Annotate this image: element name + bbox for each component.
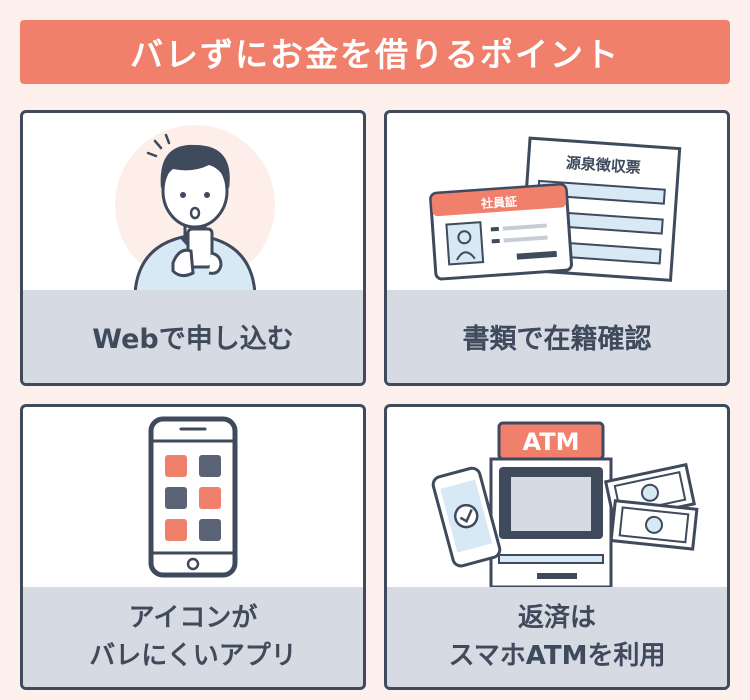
documents-icon: 源泉徴収票 社員証 [387, 113, 727, 293]
title-banner: バレずにお金を借りるポイント [20, 20, 730, 84]
doc-label: 源泉徴収票 [565, 154, 641, 177]
person-with-smartphone-icon [23, 113, 363, 293]
card-web-apply: Webで申し込む [20, 110, 366, 386]
card-document-check: 源泉徴収票 社員証 書類で在籍確認 [384, 110, 730, 386]
id-card-label: 社員証 [480, 194, 518, 212]
card-smartphone-atm: ATM 返済は [384, 404, 730, 690]
atm-icon: ATM [387, 407, 727, 587]
smartphone-apps-icon [23, 407, 363, 587]
page-title: バレずにお金を借りるポイント [130, 35, 620, 74]
card-label: 書類で在籍確認 [387, 290, 727, 383]
card-label: Webで申し込む [23, 290, 363, 383]
card-label: 返済は スマホATMを利用 [387, 587, 727, 687]
card-label: アイコンが バレにくいアプリ [23, 587, 363, 687]
card-app-icon: アイコンが バレにくいアプリ [20, 404, 366, 690]
atm-sign: ATM [523, 428, 580, 456]
